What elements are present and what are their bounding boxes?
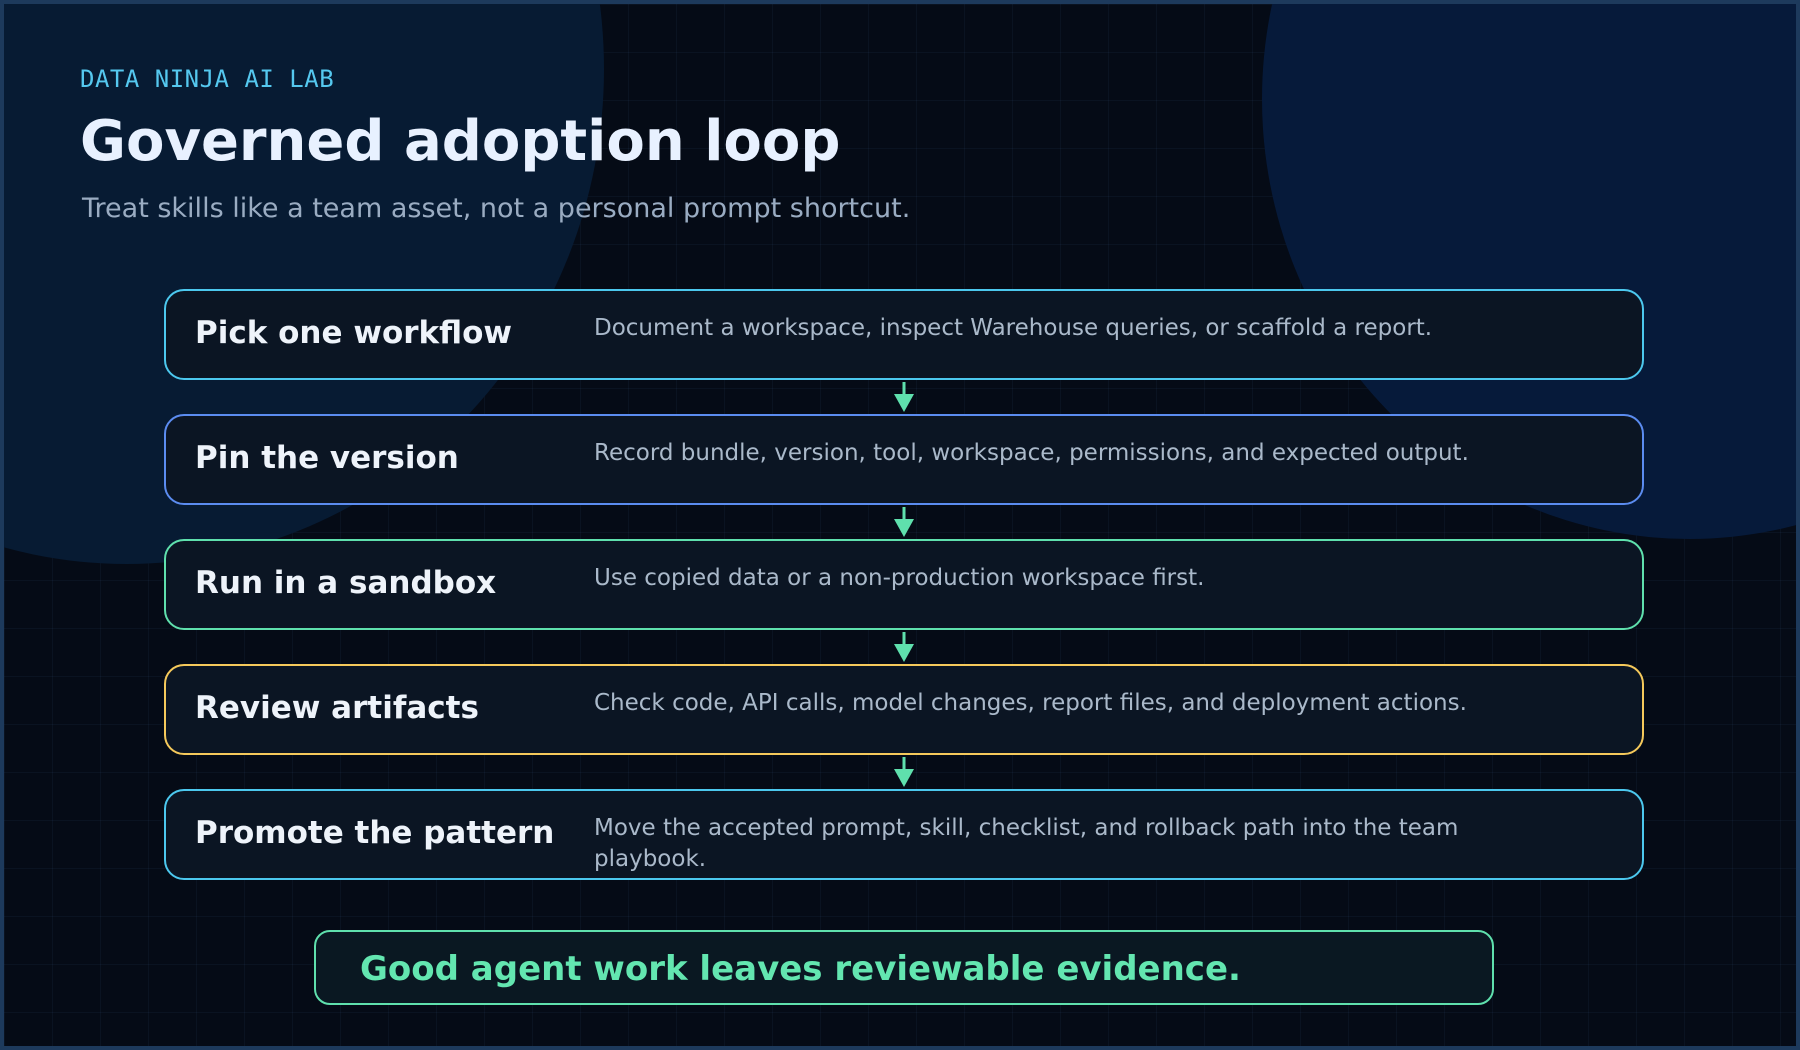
arrow-down-icon — [894, 382, 914, 412]
arrow-down-icon — [894, 757, 914, 787]
step-description: Move the accepted prompt, skill, checkli… — [594, 815, 1459, 872]
arrow-down-icon — [894, 507, 914, 537]
step-card-promote-pattern: Promote the pattern Move the accepted pr… — [164, 789, 1644, 880]
step-description: Record bundle, version, tool, workspace,… — [594, 440, 1469, 466]
step-title: Pick one workflow — [195, 315, 513, 351]
page-subtitle: Treat skills like a team asset, not a pe… — [82, 193, 911, 224]
arrow-down-icon — [894, 632, 914, 662]
step-description: Use copied data or a non-production work… — [594, 565, 1205, 591]
callout-text: Good agent work leaves reviewable eviden… — [360, 949, 1241, 989]
step-title: Promote the pattern — [195, 815, 555, 851]
step-card-review-artifacts: Review artifacts Check code, API calls, … — [164, 664, 1644, 755]
page-title: Governed adoption loop — [80, 109, 841, 174]
step-description: Check code, API calls, model changes, re… — [594, 690, 1467, 716]
step-title: Review artifacts — [195, 690, 479, 726]
step-card-pin-version: Pin the version Record bundle, version, … — [164, 414, 1644, 505]
eyebrow-label: DATA NINJA AI LAB — [80, 65, 335, 93]
step-title: Pin the version — [195, 440, 459, 476]
step-title: Run in a sandbox — [195, 565, 497, 601]
step-card-pick-workflow: Pick one workflow Document a workspace, … — [164, 289, 1644, 380]
step-description: Document a workspace, inspect Warehouse … — [594, 315, 1433, 341]
evidence-callout: Good agent work leaves reviewable eviden… — [314, 930, 1494, 1005]
step-card-run-sandbox: Run in a sandbox Use copied data or a no… — [164, 539, 1644, 630]
